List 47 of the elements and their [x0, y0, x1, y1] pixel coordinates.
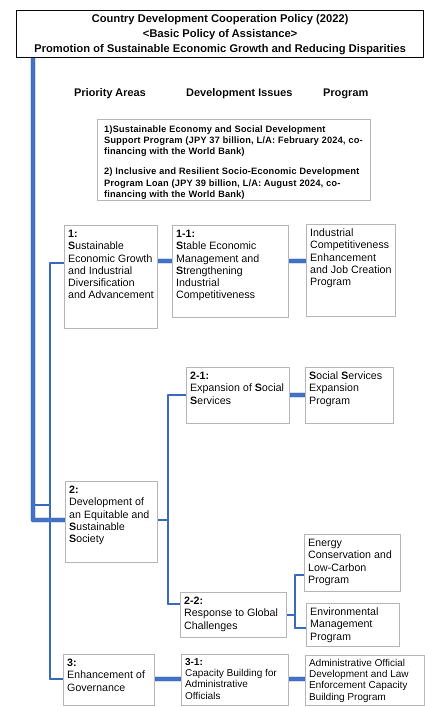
thick-connector: [158, 258, 172, 264]
item-title: Expansion of Social Services: [190, 382, 285, 407]
item-number: 1:: [68, 228, 79, 240]
development-issue-box: [186, 367, 290, 424]
box-text: Environmental Management Program: [310, 606, 380, 643]
item-number: 2-1:: [190, 370, 210, 382]
item-title: Sustainable Economic Growth and Industrial Diversification and Advancement: [68, 240, 154, 302]
item-number: 2:: [69, 484, 80, 496]
item-title: Capacity Building for Administrative Officials: [185, 668, 278, 702]
column-heading: Priority Areas: [74, 87, 146, 99]
priority-area-box: [64, 225, 158, 329]
column-heading: Program: [323, 87, 368, 99]
policy-header-box: [16, 10, 424, 58]
priority-area-box: [65, 481, 158, 563]
loan-info-box: [97, 119, 371, 201]
item-number: 1-1:: [176, 228, 196, 240]
box-text: Energy Conservation and Low-Carbon Program: [308, 537, 393, 586]
development-issue-box: [180, 592, 287, 638]
development-issue-box: [181, 654, 289, 706]
thick-connector: [290, 392, 305, 398]
thick-connector: [289, 676, 305, 682]
loan-description: 1)Sustainable Economy and Social Development Support Program (JPY 37 billion, L/A: February 2024, co-financing with the World Bank): [104, 124, 364, 158]
loan-description: 2) Inclusive and Resilient Socio-Economic Development Program Loan (JPY 39 billion, L/A: August 2024, co-financing with the World Bank): [104, 166, 360, 200]
item-title: Enhancement of Governance: [67, 669, 146, 694]
box-text: Social Services Expansion Program: [309, 370, 384, 407]
box-text: Administrative Official Development and Law Enforcement Capacity Building Program: [309, 658, 410, 703]
column-heading: Development Issues: [186, 87, 292, 99]
box-text: Industrial Competitiveness Enhancement and Job Creation Program: [310, 227, 392, 288]
connector-line: [287, 614, 306, 629]
thick-connector: [289, 258, 306, 264]
item-number: 2-2:: [184, 595, 204, 608]
priority-area-box: [63, 654, 155, 706]
program-box: [305, 367, 394, 424]
item-title: Stable Economic Management and Strengthening Industrial Competitiveness: [176, 240, 260, 302]
program-box: [306, 603, 400, 647]
thick-connector: [155, 676, 181, 682]
policy-subtitle: <Basic Policy of Assistance>: [142, 26, 298, 42]
item-number: 3:: [67, 657, 78, 670]
policy-statement: Promotion of Sustainable Economic Growth and Reducing Disparities: [33, 42, 407, 57]
development-issue-box: [172, 225, 289, 318]
policy-title: Country Development Cooperation Policy (2022): [90, 12, 350, 27]
item-title: Development of an Equitable and Sustainable Society: [69, 496, 150, 546]
program-box: [306, 224, 396, 317]
program-box: [304, 534, 401, 592]
program-box: [305, 655, 425, 706]
item-title: Response to Global Challenges: [184, 607, 279, 632]
item-number: 3-1:: [185, 657, 204, 668]
